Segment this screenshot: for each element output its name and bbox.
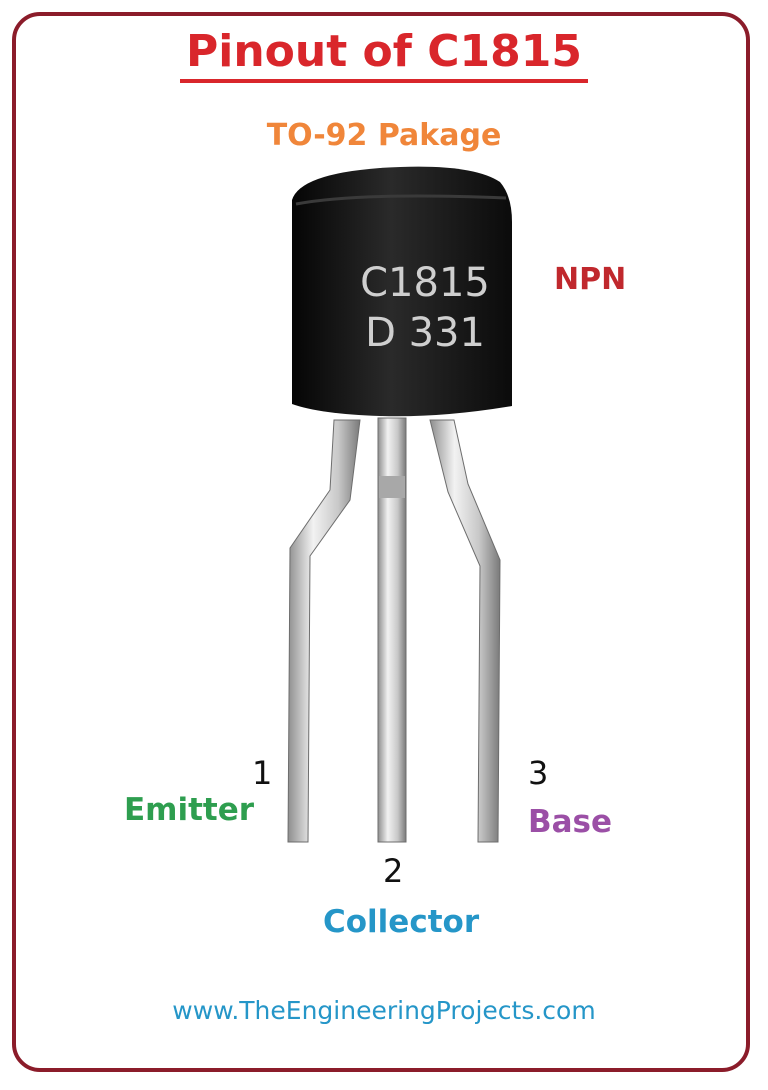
- transistor-body: C1815 D 331: [292, 166, 512, 417]
- lead-base: [429, 419, 501, 843]
- page-title: Pinout of C1815: [0, 26, 768, 83]
- pin-number-base: 3: [528, 754, 549, 792]
- marking-line2: D 331: [365, 310, 485, 356]
- lead-emitter: [287, 419, 361, 843]
- pin-label-base: Base: [528, 804, 613, 840]
- pin-number-emitter: 1: [252, 754, 273, 792]
- lead-collector: [377, 417, 407, 843]
- website-link[interactable]: www.TheEngineeringProjects.com: [172, 996, 596, 1025]
- marking-line1: C1815: [360, 260, 490, 306]
- border-frame: [12, 12, 750, 1072]
- pin-label-collector: Collector: [323, 904, 480, 940]
- transistor-type-label: NPN: [554, 262, 627, 297]
- pin-label-emitter: Emitter: [124, 792, 255, 828]
- package-label: TO-92 Pakage: [266, 118, 502, 153]
- pin-number-collector: 2: [383, 852, 404, 890]
